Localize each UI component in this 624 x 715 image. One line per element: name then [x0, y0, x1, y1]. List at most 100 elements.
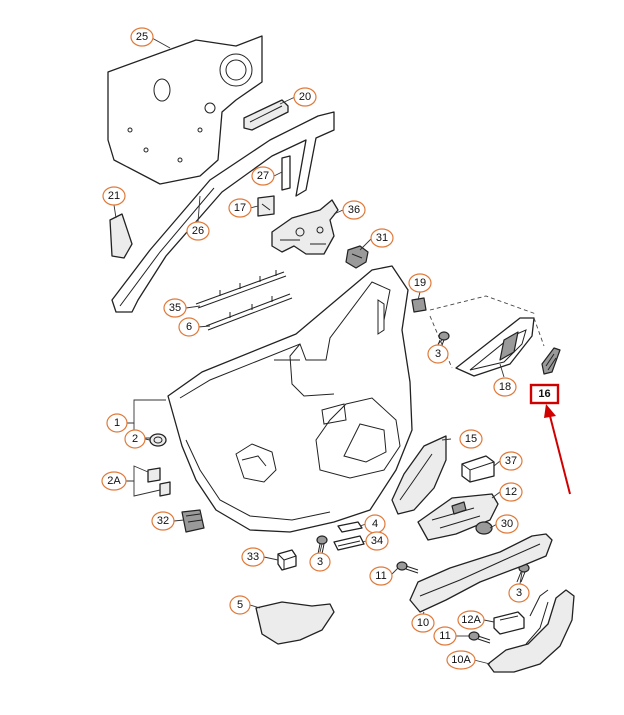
callout-10A: 10A	[446, 650, 476, 670]
assembly-dashed-lines	[429, 295, 545, 369]
part-20-strip	[243, 99, 289, 131]
callout-20: 20	[293, 87, 317, 107]
part-36-lock	[271, 199, 339, 255]
svg-text:27: 27	[257, 170, 269, 182]
part-1-door-panel	[167, 265, 413, 533]
callout-3-upper: 3	[427, 344, 449, 364]
callout-5: 5	[229, 595, 251, 615]
svg-text:12: 12	[505, 486, 517, 498]
svg-text:1: 1	[114, 417, 120, 429]
part-15-speaker-grille	[391, 435, 447, 515]
callout-4: 4	[364, 514, 386, 534]
svg-text:3: 3	[435, 348, 441, 360]
svg-text:31: 31	[376, 232, 388, 244]
callout-12: 12	[499, 482, 523, 502]
part-10A-armrest-cover	[487, 589, 575, 673]
part-21-corner-piece	[109, 213, 133, 259]
part-4-pad	[337, 521, 363, 533]
svg-text:6: 6	[186, 321, 192, 333]
svg-text:2: 2	[132, 433, 138, 445]
part-6-strip	[205, 293, 293, 331]
svg-text:2A: 2A	[107, 475, 121, 487]
svg-text:34: 34	[371, 535, 383, 547]
svg-text:12A: 12A	[461, 614, 481, 626]
callout-3-middle: 3	[309, 552, 331, 572]
svg-text:11: 11	[375, 570, 386, 582]
callout-15: 15	[459, 429, 483, 449]
part-26-frame-trim	[111, 111, 335, 313]
callout-3-lower: 3	[508, 583, 530, 603]
part-17-square	[257, 195, 275, 217]
screw-11-upper	[396, 561, 419, 574]
part-34-pad	[333, 535, 365, 551]
svg-text:10A: 10A	[451, 654, 471, 666]
svg-text:26: 26	[192, 225, 204, 237]
part-19-clip	[411, 297, 427, 313]
callout-32: 32	[151, 511, 175, 531]
callout-6: 6	[178, 317, 200, 337]
part-16-trim-piece	[541, 347, 561, 375]
callout-37: 37	[499, 451, 523, 471]
svg-text:30: 30	[501, 518, 513, 530]
svg-text:32: 32	[157, 515, 169, 527]
svg-text:4: 4	[372, 518, 378, 530]
screw-11-lower	[468, 631, 491, 644]
callout-18: 18	[493, 377, 517, 397]
svg-text:3: 3	[516, 587, 522, 599]
callout-19: 19	[408, 273, 432, 293]
svg-text:19: 19	[414, 277, 426, 289]
leader-lines	[113, 37, 523, 665]
part-37-box	[461, 455, 495, 483]
svg-text:33: 33	[247, 551, 259, 563]
svg-text:25: 25	[136, 31, 148, 43]
part-32-insert	[181, 509, 205, 533]
part-27-bar	[281, 155, 291, 191]
svg-text:18: 18	[499, 381, 511, 393]
callout-31: 31	[370, 228, 394, 248]
part-31-knob	[345, 245, 369, 269]
callout-11-upper: 11	[369, 566, 393, 586]
part-5-trim	[255, 601, 335, 645]
highlight-arrow	[544, 404, 571, 495]
part-2A-clips	[147, 467, 171, 497]
svg-text:15: 15	[465, 433, 477, 445]
svg-text:10: 10	[417, 617, 429, 629]
callout-12A: 12A	[457, 610, 485, 630]
svg-text:16: 16	[538, 388, 550, 400]
callout-16-highlighted: 16	[529, 383, 560, 405]
svg-text:37: 37	[505, 455, 517, 467]
callout-1: 1	[106, 413, 128, 433]
part-2-clip	[149, 433, 167, 447]
svg-text:35: 35	[169, 302, 181, 314]
callout-25: 25	[130, 27, 154, 47]
callout-2: 2	[124, 429, 146, 449]
callout-33: 33	[241, 547, 265, 567]
svg-text:17: 17	[234, 202, 246, 214]
callout-36: 36	[342, 200, 366, 220]
callout-21: 21	[102, 186, 126, 206]
callout-26: 26	[186, 221, 210, 241]
part-12-switch	[417, 493, 499, 541]
part-30-round-part	[475, 521, 493, 535]
callout-17: 17	[228, 198, 252, 218]
callout-34: 34	[365, 531, 389, 551]
part-33-cube	[277, 549, 297, 571]
callout-27: 27	[251, 166, 275, 186]
svg-text:20: 20	[299, 91, 311, 103]
callout-35: 35	[163, 298, 187, 318]
part-10-armrest	[409, 533, 553, 613]
part-25-insulation-panel	[107, 35, 263, 185]
callout-11-lower: 11	[433, 626, 457, 646]
svg-text:36: 36	[348, 204, 360, 216]
part-35-strip	[195, 270, 287, 309]
callout-30: 30	[495, 514, 519, 534]
svg-text:3: 3	[317, 556, 323, 568]
callout-2A: 2A	[101, 471, 127, 491]
svg-text:21: 21	[108, 190, 120, 202]
part-18-handle-surround	[455, 317, 535, 377]
svg-text:11: 11	[439, 630, 450, 642]
callout-10: 10	[411, 613, 435, 633]
svg-text:5: 5	[237, 599, 243, 611]
part-12A-switch	[493, 611, 525, 635]
